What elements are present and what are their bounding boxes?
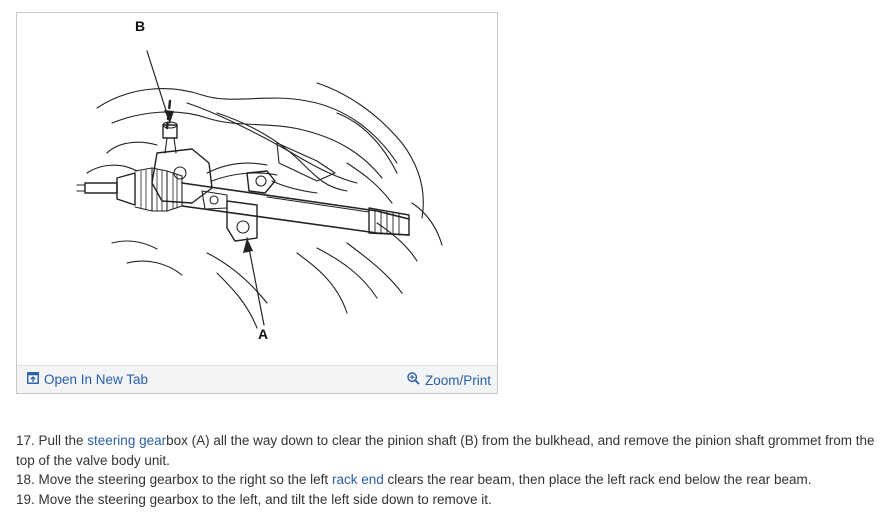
steering-gear-link[interactable]: steering gear [87,433,167,448]
figure-card: B A Open In New Tab Zoom/P [16,12,498,394]
figure-toolbar: Open In New Tab Zoom/Print [17,365,497,393]
step-18-text-start: 18. Move the steering gearbox to the rig… [16,472,332,487]
step-19: 19. Move the steering gearbox to the lef… [16,491,492,507]
step-18-text-end: clears the rear beam, then place the lef… [383,472,812,487]
zoom-print-link[interactable]: Zoom/Print [407,372,491,388]
step-17: 17. Pull the steering gearbox (A) all th… [16,431,876,470]
zoom-print-label: Zoom/Print [424,372,491,388]
step-17-text-start: 17. Pull the [16,433,88,448]
step-18: 18. Move the steering gearbox to the rig… [16,470,876,490]
callout-b: B [135,18,145,34]
rack-end-link[interactable]: rack end [331,472,384,487]
open-in-new-tab-link[interactable]: Open In New Tab [27,372,148,387]
steering-gearbox-diagram: B A [17,13,497,365]
procedure-steps: 17. Pull the steering gearbox (A) all th… [16,431,876,509]
magnifier-plus-icon [407,372,420,388]
open-in-new-tab-icon [27,372,39,387]
diagram-svg: B A [76,18,443,342]
step-17-text-end: box (A) all the way down to clear the pi… [16,433,875,468]
open-in-new-tab-label: Open In New Tab [44,372,149,387]
callout-a: A [258,326,268,342]
